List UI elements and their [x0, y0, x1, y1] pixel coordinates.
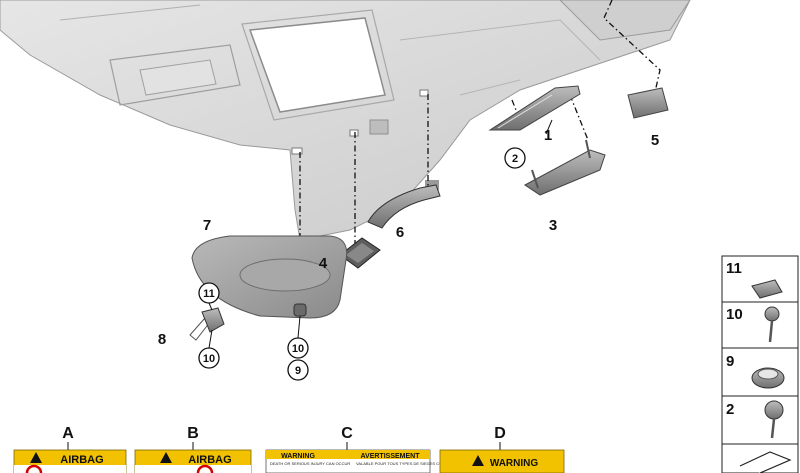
label-a-title: AIRBAG	[60, 454, 103, 466]
label-c-title-right: AVERTISSEMENT	[361, 453, 421, 460]
part-4-light	[339, 237, 381, 269]
side-panel-10: 10	[726, 306, 743, 323]
part-7-sun-visor	[191, 235, 348, 319]
callout-4: 4	[319, 255, 328, 272]
callout-2-circle	[504, 147, 526, 169]
side-panel-2: 2	[726, 401, 734, 418]
callout-6: 6	[396, 224, 404, 241]
part-5-clip	[627, 87, 669, 119]
callout-3: 3	[549, 217, 557, 234]
label-b-title: AIRBAG	[188, 454, 231, 466]
callout-11: 11	[203, 288, 215, 300]
callout-1: 1	[544, 127, 552, 144]
label-a: A AIRBAG	[13, 425, 127, 473]
label-b-letter: B	[187, 425, 199, 442]
label-c-line-left: DEATH OR SERIOUS INJURY CAN OCCUR	[270, 461, 350, 466]
callout-10b: 10	[292, 343, 304, 355]
callout-8: 8	[158, 331, 166, 348]
part-1-bracket	[488, 85, 581, 135]
headliner	[0, 0, 691, 241]
callout-5: 5	[651, 132, 659, 149]
label-d: D WARNING	[439, 425, 565, 473]
label-d-letter: D	[494, 425, 506, 442]
side-parts-panel: 11 10 9 2	[721, 255, 799, 473]
label-d-title: WARNING	[490, 458, 539, 469]
label-b: B AIRBAG	[134, 425, 252, 473]
part-6-grab-handle	[367, 184, 441, 229]
label-c-title-left: WARNING	[281, 453, 315, 460]
side-panel-11: 11	[726, 260, 742, 277]
callout-2: 2	[512, 153, 518, 165]
label-a-letter: A	[62, 425, 74, 442]
callout-9: 9	[295, 365, 301, 377]
callout-9-circle	[287, 359, 309, 381]
part-8-visor-hook	[189, 307, 225, 341]
side-panel-9: 9	[726, 353, 734, 370]
part-3-handle-mount	[524, 139, 606, 196]
callout-10a: 10	[203, 353, 215, 365]
label-c-letter: C	[341, 425, 353, 442]
label-c: C WARNING AVERTISSEMENT DEATH OR SERIOUS…	[265, 425, 462, 473]
label-c-line-right: VALABLE POUR TOUS TYPES DE SIEGES CONCER…	[356, 461, 462, 466]
callout-7: 7	[203, 217, 211, 234]
